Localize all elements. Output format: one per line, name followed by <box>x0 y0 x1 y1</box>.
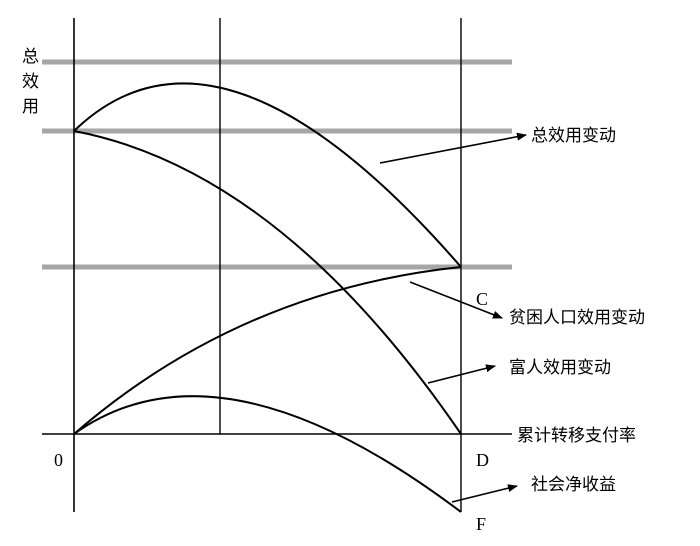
x-axis-label: 累计转移支付率 <box>517 426 636 446</box>
total-utility-curve <box>73 82 462 268</box>
y-axis-label-char-1: 总 <box>22 47 39 67</box>
poor-utility-change-arrow <box>409 281 503 319</box>
point-d-label: D <box>476 450 489 470</box>
rich-utility-change-arrow <box>427 364 496 384</box>
point-c-label: C <box>476 289 488 309</box>
total-utility-change-arrow <box>379 132 527 164</box>
poor-utility-curve <box>73 266 462 435</box>
total-utility-change-label: 总效用变动 <box>531 126 616 146</box>
y-axis-label-char-2: 效 <box>22 72 39 92</box>
poor-utility-change-label: 贫困人口效用变动 <box>509 308 645 328</box>
rich-utility-change-label: 富人效用变动 <box>509 358 611 378</box>
net-social-benefit-curve <box>73 395 462 513</box>
y-axis-label-char-3: 用 <box>22 97 39 117</box>
rich-utility-curve <box>73 130 462 435</box>
net-social-benefit-arrow <box>451 484 518 503</box>
net-social-benefit-label: 社会净收益 <box>531 475 616 495</box>
point-f-label: F <box>476 514 486 534</box>
origin-label: 0 <box>54 450 63 470</box>
